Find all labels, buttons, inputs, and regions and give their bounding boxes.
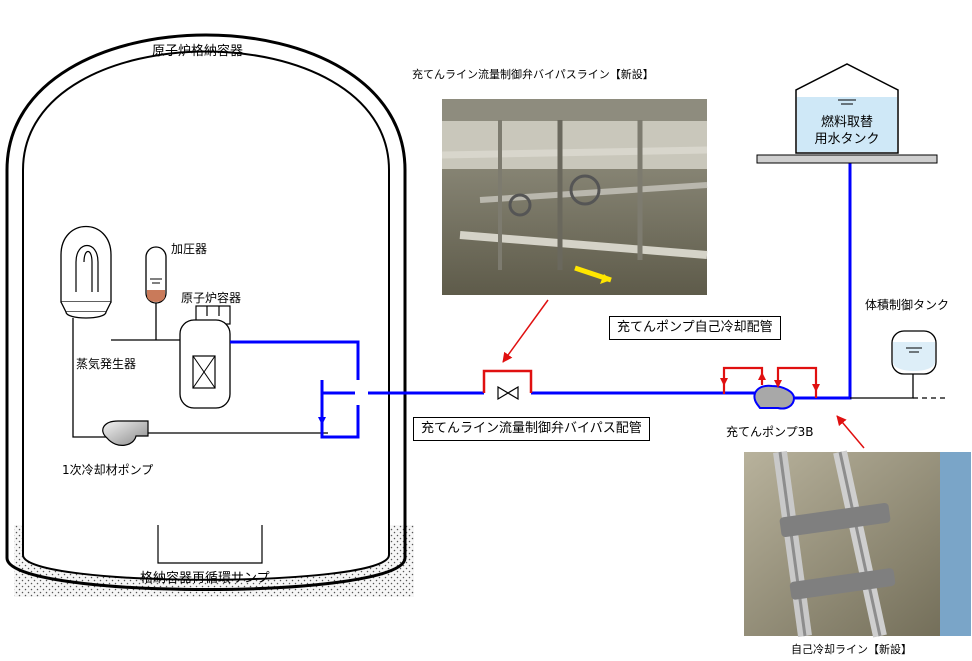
fuel-tank-label-line1: 燃料取替 <box>820 115 873 130</box>
photo-self-cooling-line <box>744 450 971 638</box>
steam-generator-label: 蒸気発生器 <box>76 357 137 371</box>
self-cooling-piping-label: 充てんポンプ自己冷却配管 <box>609 316 781 340</box>
charging-pump-3b <box>720 366 820 410</box>
arrow-photo2-to-pump <box>836 415 865 449</box>
primary-pump-label: 1次冷却材ポンプ <box>62 463 154 477</box>
primary-piping <box>72 303 328 438</box>
steam-generator <box>60 225 112 319</box>
fuel-tank-label: 燃料取替 用水タンク <box>797 114 897 148</box>
reactor-vessel-label: 原子炉容器 <box>181 291 242 305</box>
bypass-piping-label: 充てんライン流量制御弁バイパス配管 <box>413 417 650 441</box>
bypass-valve <box>482 369 533 401</box>
refueling-water-tank <box>756 63 938 164</box>
volume-control-tank <box>850 330 945 399</box>
fuel-tank-label-line2: 用水タンク <box>814 132 880 147</box>
photo1-caption: 充てんライン流量制御弁バイパスライン【新設】 <box>412 68 654 81</box>
photo2-caption: 自己冷却ライン【新設】 <box>791 643 912 656</box>
photo-bypass-line <box>441 99 708 295</box>
containment-outer-wall <box>5 33 407 591</box>
primary-coolant-pump <box>102 420 149 446</box>
charging-pump-label: 充てんポンプ3B <box>726 425 814 439</box>
containment-label: 原子炉格納容器 <box>152 44 244 59</box>
pressurizer-label: 加圧器 <box>171 242 208 256</box>
vct-label: 体積制御タンク <box>865 298 950 312</box>
sump-label: 格納容器再循環サンプ <box>140 571 270 586</box>
reactor-vessel <box>179 305 231 409</box>
arrow-photo1-to-valve <box>502 299 549 363</box>
pressurizer <box>145 246 167 304</box>
